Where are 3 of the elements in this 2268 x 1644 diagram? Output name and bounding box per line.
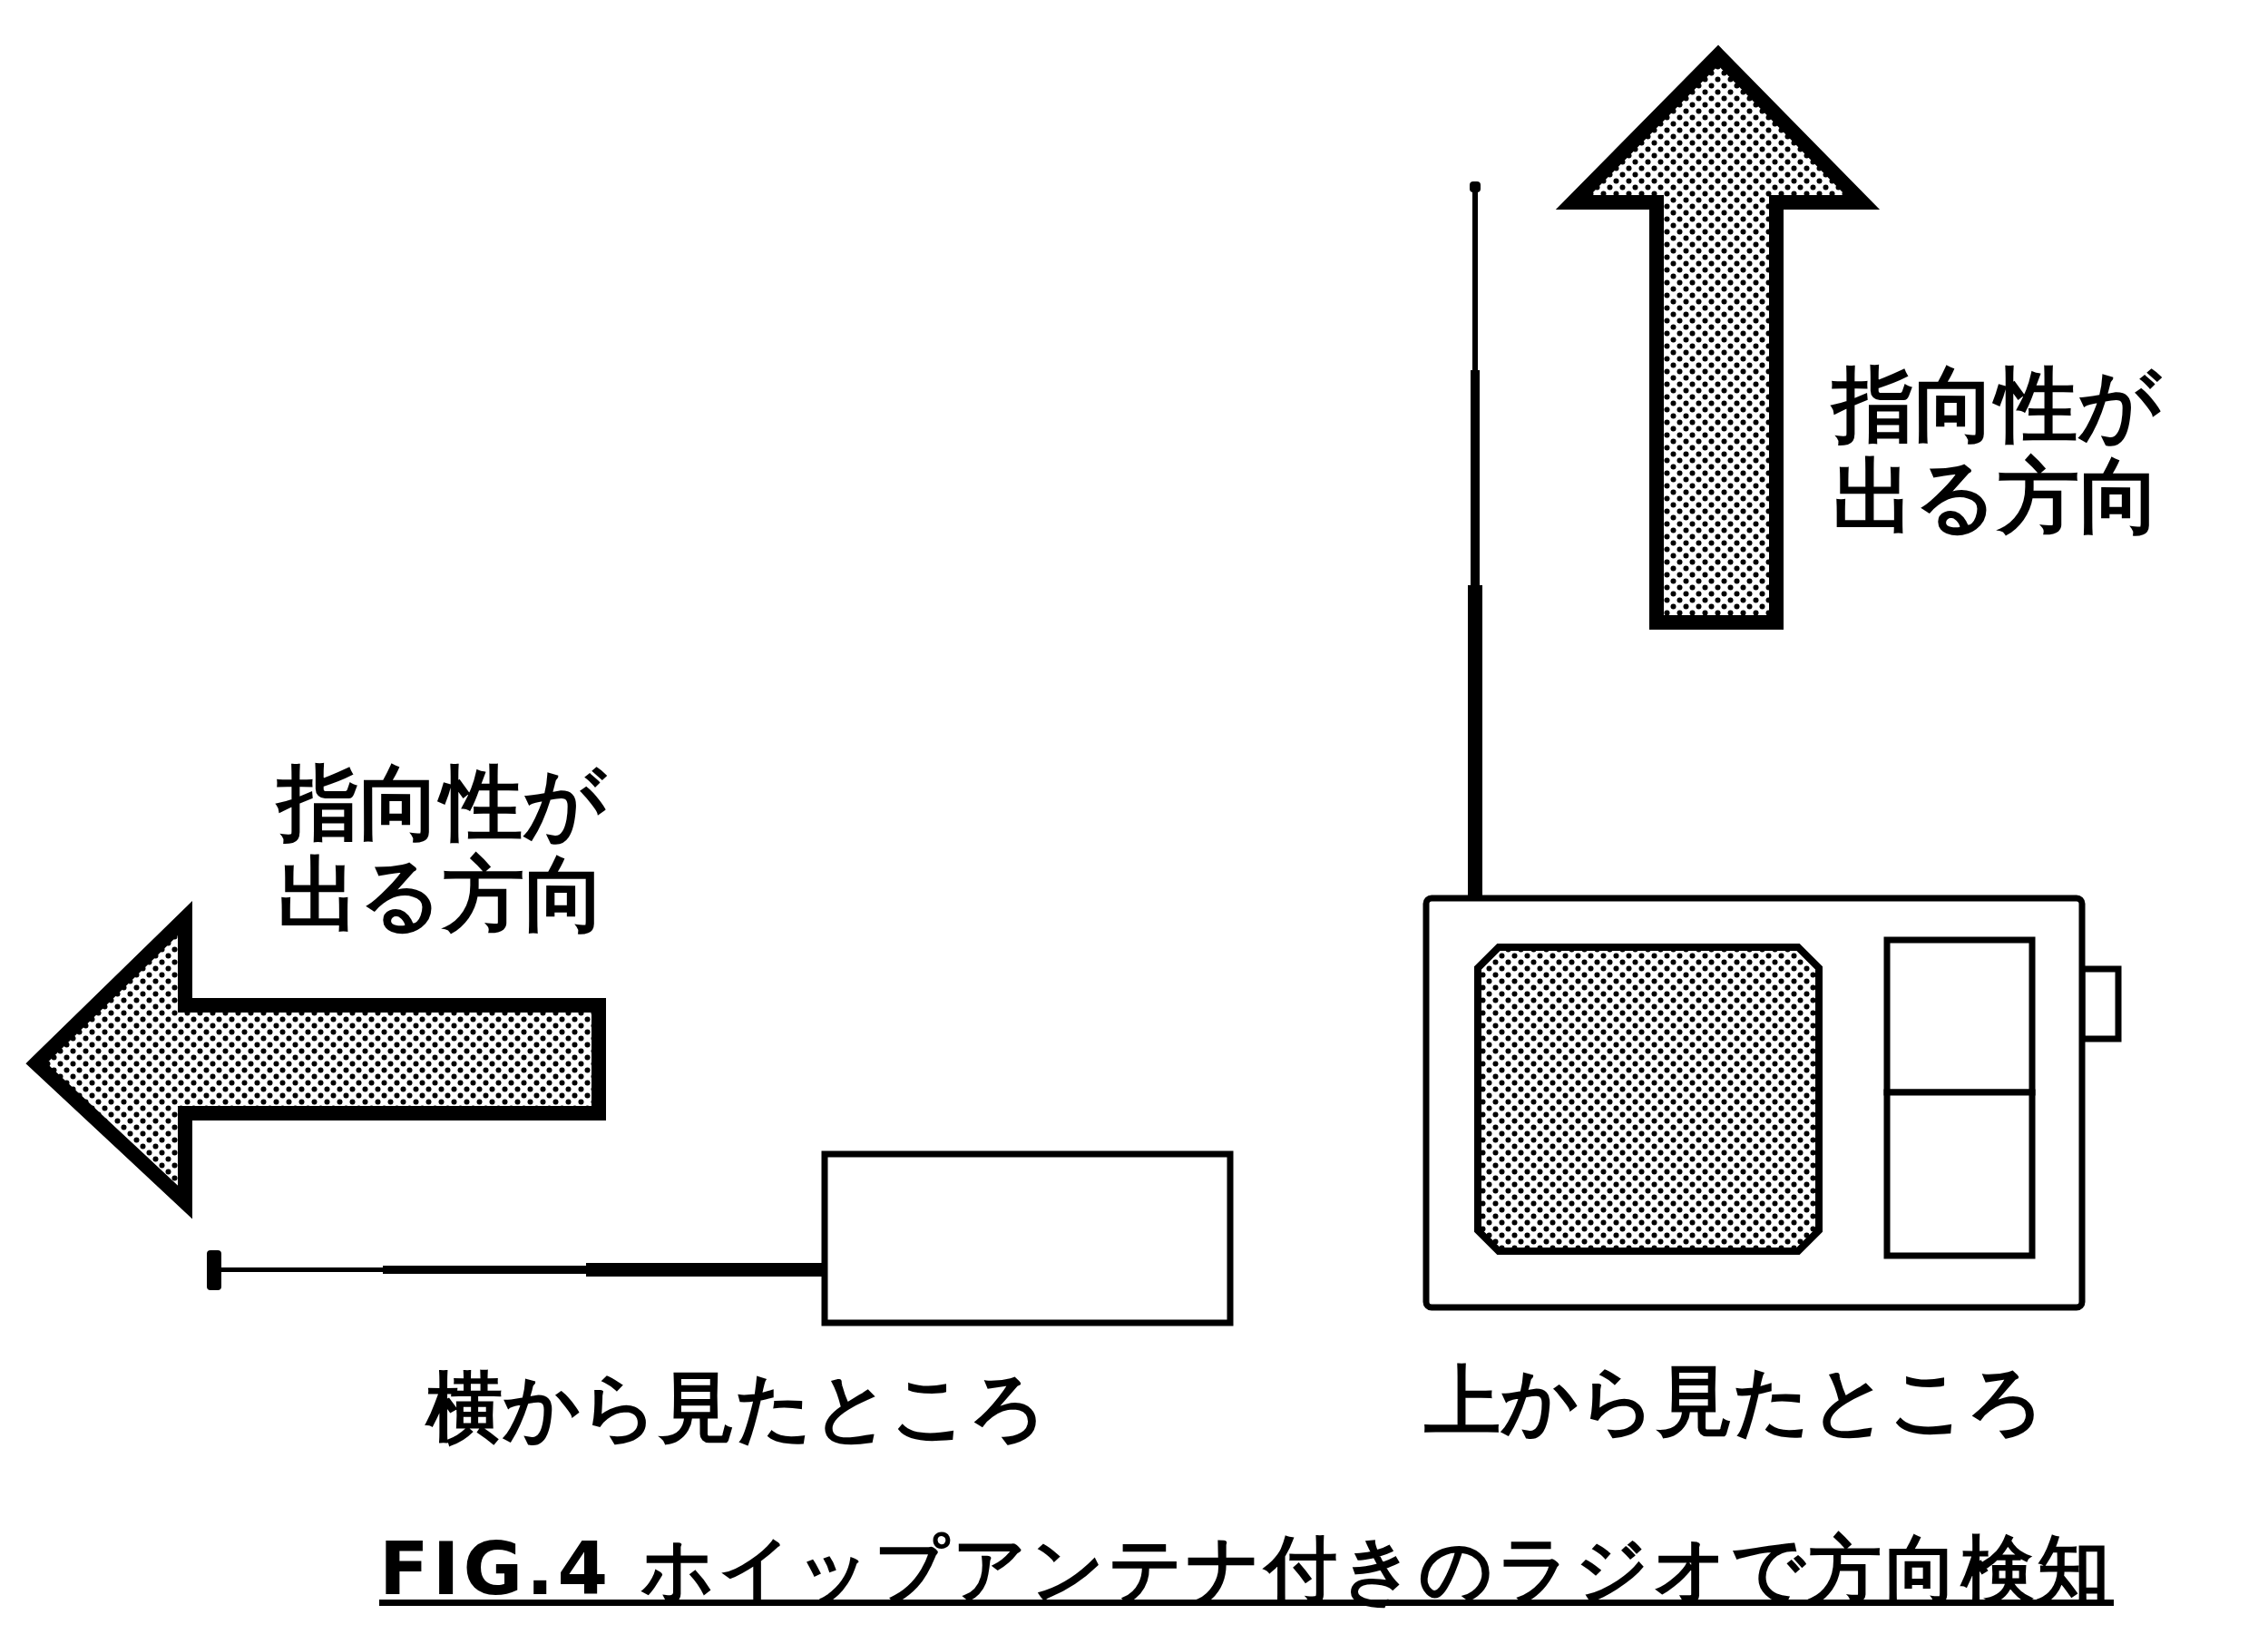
view-label: 上から見たところ bbox=[1424, 1359, 2045, 1443]
figure-caption: FIG.4 ホイップアンテナ付きのラジオで方向検知 bbox=[379, 1531, 2114, 1608]
view-label: 横から見たところ bbox=[426, 1365, 1047, 1450]
